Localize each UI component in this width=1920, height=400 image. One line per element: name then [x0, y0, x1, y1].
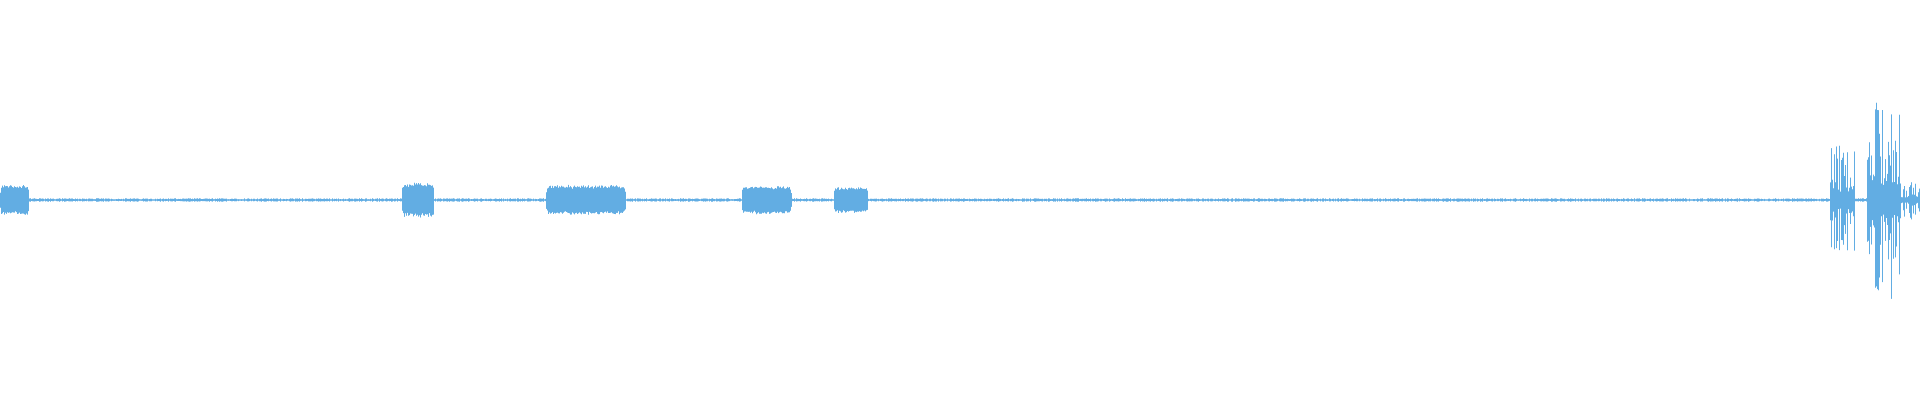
waveform-samples	[0, 102, 1920, 299]
